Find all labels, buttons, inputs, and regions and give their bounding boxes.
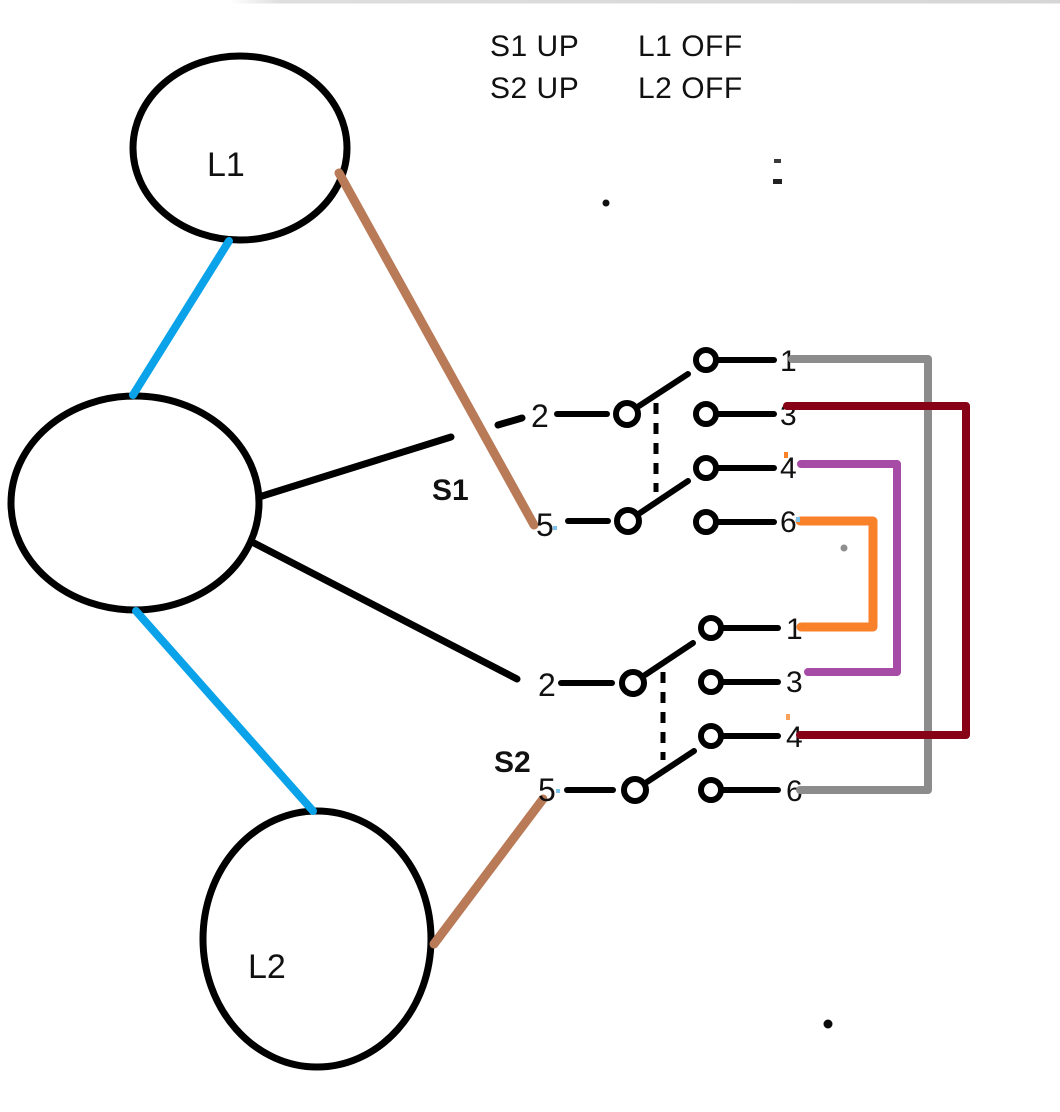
s1-throw4-label: 4 [780, 452, 797, 485]
brown-wire-l2-to-s2-5 [429, 794, 548, 949]
dark-red-wire-s1-3-to-s2-4 [783, 402, 970, 739]
s1-throw3-contact [693, 401, 719, 427]
s2-pole5-label: 5 [538, 772, 556, 808]
s1-pole5-label: 5 [536, 507, 554, 543]
s2-throw6-label: 6 [786, 775, 803, 808]
s2-throw6-contact [698, 777, 724, 803]
s1-pole2-contact [613, 400, 641, 428]
lamp-l1-circle [129, 52, 351, 244]
stray-orange-tick-1 [784, 452, 788, 458]
switch-s1-label: S1 [432, 474, 469, 507]
truth-table: S1 UP L1 OFF S2 UP L2 OFF [490, 30, 743, 105]
truth-row2-lamp-state: L2 OFF [638, 72, 743, 105]
truth-row1-lamp-state: L1 OFF [638, 30, 743, 63]
brown-wire-l1-to-s1-5 [334, 168, 539, 530]
s2-pole2-lever [642, 640, 696, 678]
lamp-l1: L1 [129, 52, 351, 244]
switch-s1: S1 2 5 1 3 4 6 [432, 345, 797, 543]
orange-wire-s1-6-to-s2-1 [795, 516, 878, 632]
s1-throw1-label: 1 [780, 345, 797, 378]
s1-throw4-contact [693, 455, 719, 481]
s2-throw4-label: 4 [786, 721, 803, 754]
stray-blue-tick-2 [556, 789, 560, 793]
gray-wire-s1-1-to-s2-6 [788, 355, 932, 794]
s1-pole5-contact [614, 507, 642, 535]
black-wire-source-to-s1-2-dash [494, 414, 526, 429]
s1-throw6-contact [693, 509, 719, 535]
s2-throw1-label: 1 [786, 613, 803, 646]
blue-wire-l1-to-source [129, 237, 233, 399]
stray-dot-1 [602, 199, 610, 207]
stray-marks [553, 159, 848, 1029]
stray-dot-gray [840, 544, 848, 552]
lamp-l2-circle [199, 807, 435, 1071]
s2-pole2-label: 2 [538, 667, 556, 703]
source-circle [7, 392, 263, 614]
s2-throw3-contact [698, 669, 724, 695]
lamp-l1-label: L1 [207, 146, 245, 184]
truth-row2-switch-state: S2 UP [490, 72, 579, 105]
lamp-l2-label: L2 [248, 948, 286, 986]
switch-s2: S2 2 5 1 3 4 6 [494, 613, 803, 808]
black-wire-source-to-s1-2 [255, 433, 455, 501]
top-border-line [230, 0, 1060, 4]
stray-orange-tick-2 [786, 714, 790, 720]
s1-pole2-label: 2 [531, 398, 549, 434]
switch-s2-label: S2 [494, 746, 531, 779]
s2-throw3-label: 3 [786, 666, 803, 699]
truth-row1-switch-state: S1 UP [490, 30, 579, 63]
stray-blue-tick-3 [796, 517, 800, 522]
black-wire-source-to-s2-2 [250, 539, 521, 683]
stray-blue-tick-1 [553, 526, 557, 530]
stray-dash-1 [774, 159, 781, 163]
s2-throw1-contact [698, 615, 724, 641]
purple-wire-s1-4-to-s2-3 [797, 460, 901, 676]
s1-throw1-contact [693, 347, 719, 373]
s2-throw4-contact [698, 723, 724, 749]
lamp-l2: L2 [199, 807, 435, 1071]
s2-pole2-contact [619, 669, 647, 697]
s1-pole5-lever [637, 478, 691, 516]
s2-pole5-lever [644, 748, 697, 785]
s2-pole5-contact [621, 776, 649, 804]
blue-wire-source-to-l2 [132, 607, 317, 815]
stray-dash-2 [773, 179, 782, 184]
stray-dot-bottom [823, 1019, 833, 1029]
s1-throw6-label: 6 [780, 506, 797, 539]
s1-pole2-lever [636, 371, 691, 409]
